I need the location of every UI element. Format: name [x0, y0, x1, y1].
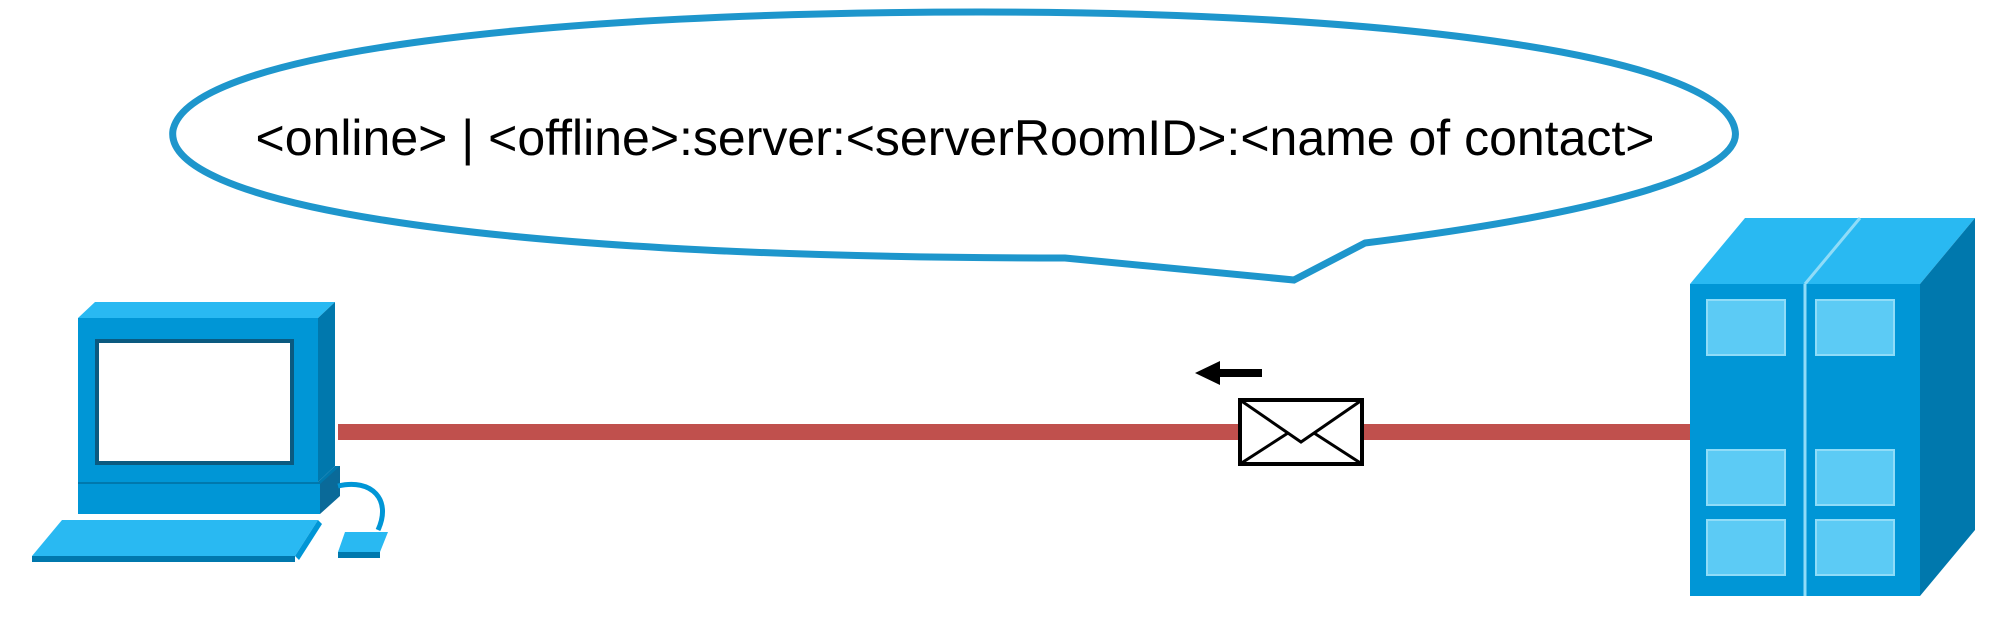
- server-panel: [1815, 519, 1895, 576]
- mouse: [338, 532, 388, 552]
- server-panel: [1706, 519, 1786, 576]
- envelope-icon: [1238, 398, 1364, 466]
- server-panel: [1706, 299, 1786, 356]
- speech-bubble: <online> | <offline>:server:<serverRoomI…: [169, 8, 1739, 284]
- mouse-cord: [337, 481, 385, 532]
- server-panel: [1815, 299, 1895, 356]
- network-link-line: [338, 424, 1690, 440]
- callout-text: <online> | <offline>:server:<serverRoomI…: [256, 110, 1655, 166]
- server-panel: [1815, 449, 1895, 506]
- speech-bubble-outline: [169, 8, 1739, 284]
- keyboard: [32, 520, 318, 556]
- monitor-screen: [95, 339, 294, 465]
- computer-workstation-icon: [32, 302, 388, 562]
- server-panel: [1706, 449, 1786, 506]
- server-tower-icon: [1690, 217, 1975, 596]
- left-arrow-icon: [1195, 361, 1262, 385]
